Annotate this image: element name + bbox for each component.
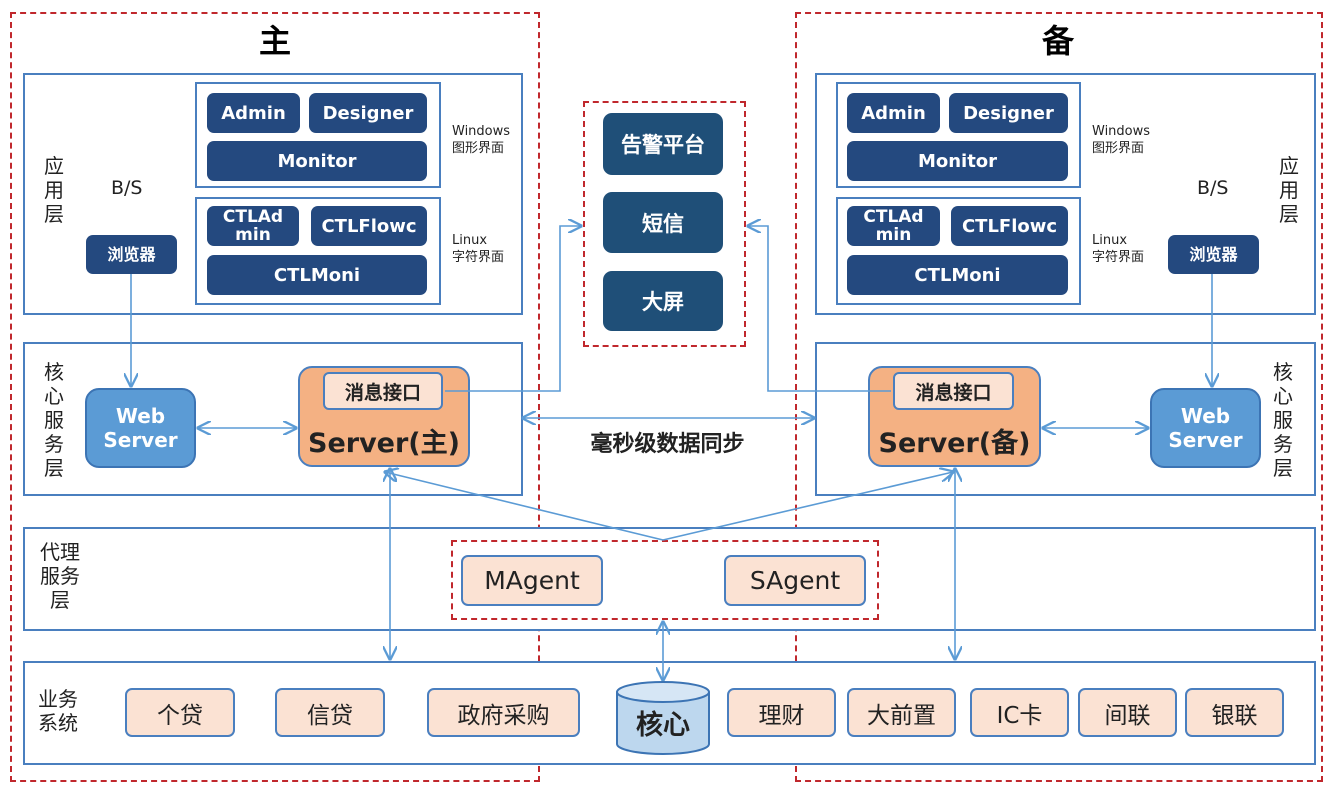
primary-monitor-button[interactable]: Monitor (207, 141, 427, 181)
sms-button[interactable]: 短信 (603, 192, 723, 253)
standby-frame (795, 12, 1323, 782)
standby-ctladmin-button[interactable]: CTLAd min (847, 206, 940, 246)
standby-windows-caption-2: 图形界面 (1092, 141, 1145, 156)
agent-to-primary-arrow (385, 472, 664, 541)
standby-browser-button[interactable]: 浏览器 (1168, 235, 1259, 274)
primary-server-label: Server(主) (308, 428, 460, 459)
business-layer-label: 业务系统 (38, 687, 78, 735)
primary-app-layer-label: 应用层 (44, 154, 64, 226)
standby-monitor-button[interactable]: Monitor (847, 141, 1068, 181)
primary-windows-caption-1: Windows (452, 124, 511, 139)
primary-admin-button[interactable]: Admin (207, 93, 300, 133)
standby-ctlmoni-button[interactable]: CTLMoni (847, 255, 1068, 295)
sagent-box[interactable]: SAgent (724, 555, 866, 606)
alarm-platform-button[interactable]: 告警平台 (603, 113, 723, 175)
primary-linux-caption-2: 字符界面 (452, 250, 505, 265)
agent-to-standby-arrow (662, 472, 953, 541)
primary-windows-caption-2: 图形界面 (452, 141, 505, 156)
magent-box[interactable]: MAgent (461, 555, 603, 606)
big-screen-button[interactable]: 大屏 (603, 271, 723, 331)
standby-windows-caption-1: Windows (1092, 124, 1151, 139)
business-item-xindai[interactable]: 信贷 (275, 688, 385, 737)
primary-title: 主 (258, 22, 291, 60)
sync-label: 毫秒级数据同步 (590, 432, 745, 457)
business-item-unionpay[interactable]: 银联 (1185, 688, 1284, 737)
agent-layer-label: 代理服务层 (40, 540, 80, 612)
business-item-gedai[interactable]: 个贷 (125, 688, 235, 737)
primary-browser-button[interactable]: 浏览器 (86, 235, 177, 274)
core-database-icon (616, 681, 710, 755)
primary-core-layer-label: 核心服务层 (44, 360, 64, 480)
primary-ctlmoni-button[interactable]: CTLMoni (207, 255, 427, 295)
standby-bs-label: B/S (1197, 177, 1229, 199)
primary-web-server[interactable]: Web Server (85, 388, 196, 468)
standby-linux-caption-1: Linux (1092, 233, 1128, 248)
agent-layer (23, 527, 1316, 631)
core-database-label[interactable]: 核心 (636, 710, 690, 741)
standby-linux-caption-2: 字符界面 (1092, 250, 1145, 265)
standby-msg-to-notify-arrow (748, 226, 891, 392)
business-item-licai[interactable]: 理财 (727, 688, 836, 737)
business-item-front[interactable]: 大前置 (847, 688, 956, 737)
primary-ctladmin-button[interactable]: CTLAd min (207, 206, 299, 246)
standby-server-label: Server(备) (878, 428, 1031, 459)
primary-designer-button[interactable]: Designer (309, 93, 427, 133)
primary-linux-caption-1: Linux (452, 233, 488, 248)
standby-web-server[interactable]: Web Server (1150, 388, 1261, 468)
primary-bs-label: B/S (111, 177, 143, 199)
primary-frame (10, 12, 540, 782)
agent-frame (451, 540, 879, 620)
business-item-ic-card[interactable]: IC卡 (970, 688, 1069, 737)
notify-frame (583, 101, 746, 347)
primary-ctlflowc-button[interactable]: CTLFlowc (311, 206, 427, 246)
standby-ctlflowc-button[interactable]: CTLFlowc (951, 206, 1068, 246)
standby-admin-button[interactable]: Admin (847, 93, 940, 133)
standby-app-layer-label: 应用层 (1279, 154, 1299, 226)
primary-msg-interface[interactable]: 消息接口 (323, 372, 443, 410)
business-item-procurement[interactable]: 政府采购 (427, 688, 580, 737)
business-item-jianlian[interactable]: 间联 (1078, 688, 1177, 737)
standby-title: 备 (1041, 22, 1074, 60)
standby-msg-interface[interactable]: 消息接口 (893, 372, 1014, 410)
primary-msg-to-notify-arrow (445, 226, 581, 392)
standby-core-layer-label: 核心服务层 (1273, 360, 1293, 480)
standby-designer-button[interactable]: Designer (949, 93, 1068, 133)
